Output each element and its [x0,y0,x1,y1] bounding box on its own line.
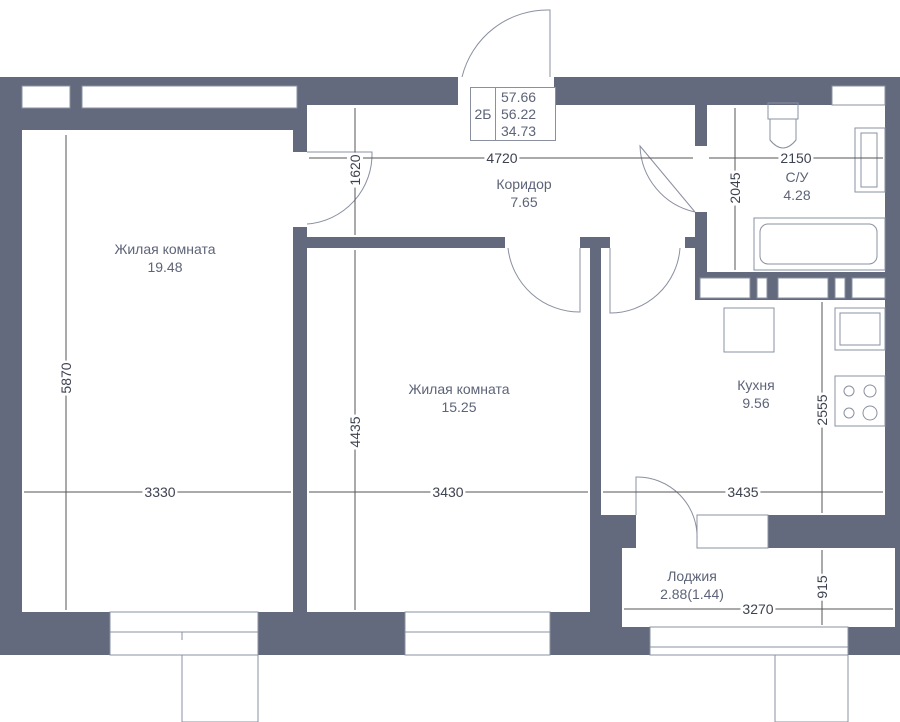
room-area: 7.65 [510,194,538,210]
doors [306,9,698,541]
dim-corridor-width: 4720 [484,150,520,166]
room-name: Жилая комната [408,381,510,397]
apartment-type: 2Б [471,88,496,140]
dim-room1-height: 5870 [58,360,74,396]
room-name: Коридор [496,176,552,192]
windows [21,85,886,722]
room-area: 2.88(1.44) [660,586,724,602]
room-area: 9.56 [742,395,770,411]
living-area: 34.73 [501,123,537,139]
dim-corridor-height: 1620 [347,152,363,188]
dim-room2-height: 4435 [347,414,363,450]
room-spaces [22,105,895,627]
dim-loggia-width: 3270 [740,601,776,617]
dim-bath-width: 2150 [778,150,814,166]
toilet-icon [767,102,799,120]
room-name: Жилая комната [114,241,216,257]
room-living-1: Жилая комната 19.48 [114,240,215,276]
room-loggia: Лоджия 2.88(1.44) [660,567,724,603]
cabinet-icon [723,307,775,353]
room-name: С/У [785,169,809,185]
room-area: 4.28 [783,187,811,203]
dim-loggia-height: 915 [814,573,830,601]
room-corridor: Коридор 7.65 [496,175,551,211]
sink-icon [854,127,886,193]
room-bathroom: С/У 4.28 [783,168,810,204]
room-name: Лоджия [667,568,717,584]
dim-bath-height: 2045 [727,170,743,206]
kitchen-sink-icon [834,307,886,351]
stove-icon [834,375,886,427]
dim-kitchen-width: 3435 [725,484,761,500]
area-without-loggia: 56.22 [501,106,537,122]
room-area: 19.48 [147,259,183,275]
dim-room1-width: 3330 [142,484,178,500]
fixtures [723,102,886,427]
room-name: Кухня [737,377,775,393]
room-kitchen: Кухня 9.56 [737,376,774,412]
apartment-info-box: 2Б 57.66 56.22 34.73 [470,87,556,141]
total-area: 57.66 [501,89,537,105]
room-living-2: Жилая комната 15.25 [408,380,509,416]
dim-kitchen-height: 2555 [814,392,830,428]
room-area: 15.25 [441,399,477,415]
bathtub-icon [753,217,886,271]
dim-room2-width: 3430 [430,484,466,500]
